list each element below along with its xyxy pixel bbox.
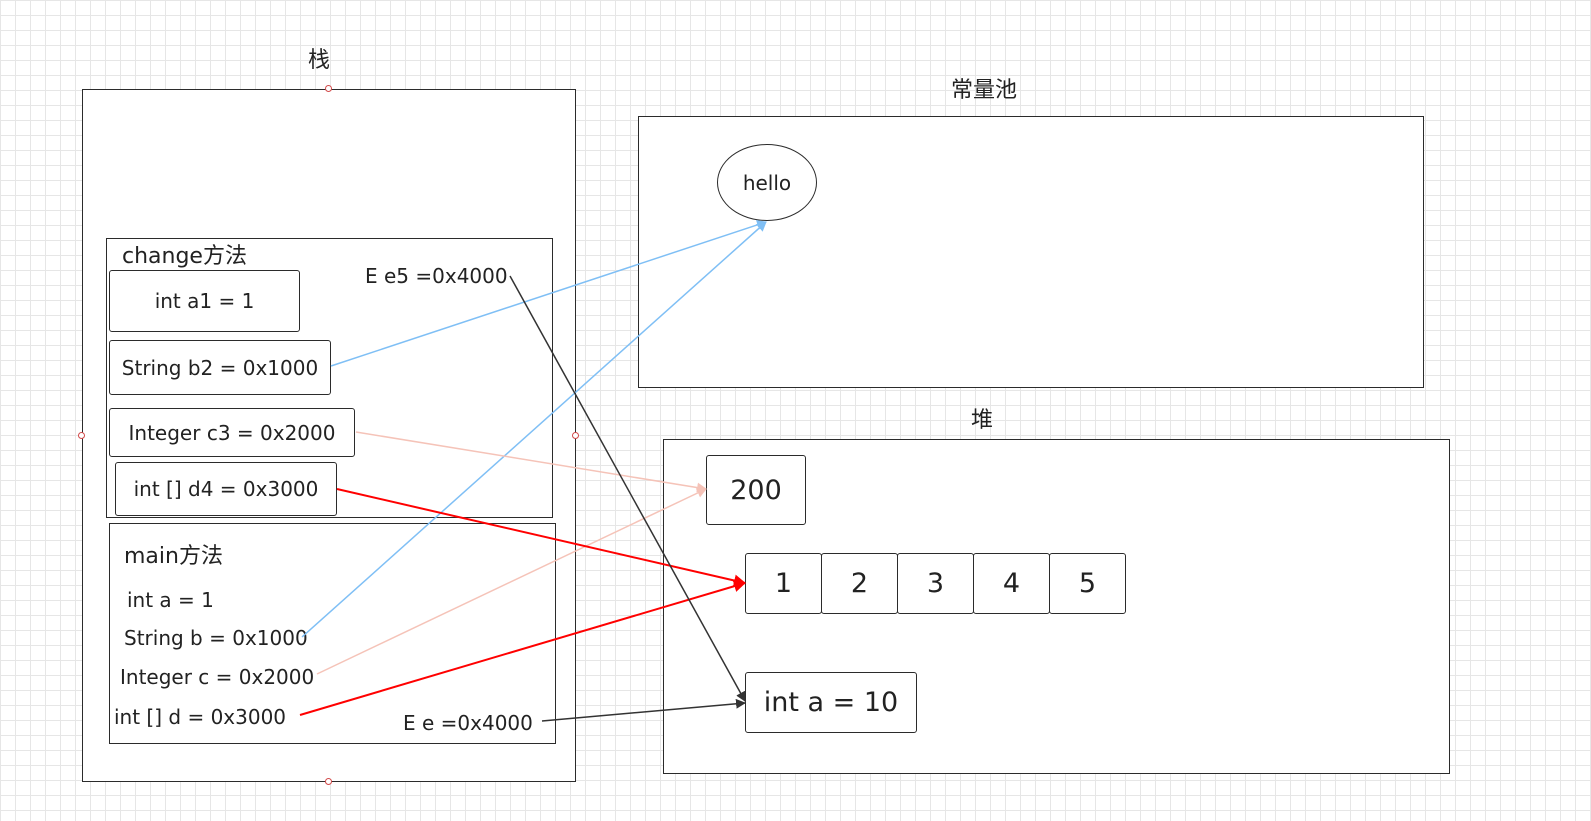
stack-resize-handle-top[interactable] xyxy=(325,85,332,92)
integer-200-box[interactable]: 200 xyxy=(706,455,806,525)
constant-pool-title: 常量池 xyxy=(951,78,1018,103)
object-int-a-box[interactable]: int a = 10 xyxy=(745,672,917,733)
var-a1-box[interactable]: int a1 = 1 xyxy=(109,270,300,332)
array-cell-5-label: 5 xyxy=(1078,568,1097,599)
hello-label: hello xyxy=(742,170,792,195)
var-d4-box[interactable]: int [] d4 = 0x3000 xyxy=(115,462,337,516)
var-b-label: String b = 0x1000 xyxy=(124,626,308,650)
array-cell-2-label: 2 xyxy=(850,568,869,599)
array-cell-5[interactable]: 5 xyxy=(1049,553,1126,614)
var-e5-label: E e5 =0x4000 xyxy=(365,264,508,288)
heap-title: 堆 xyxy=(971,408,994,433)
stack-resize-handle-right[interactable] xyxy=(572,432,579,439)
object-int-a-label: int a = 10 xyxy=(763,687,899,718)
var-c3-box[interactable]: Integer c3 = 0x2000 xyxy=(109,408,355,457)
var-d4-label: int [] d4 = 0x3000 xyxy=(133,477,319,501)
var-c-label: Integer c = 0x2000 xyxy=(120,665,315,689)
stack-resize-handle-bottom[interactable] xyxy=(325,778,332,785)
array-cell-4[interactable]: 4 xyxy=(973,553,1050,614)
array-cell-2[interactable]: 2 xyxy=(821,553,898,614)
var-a-label: int a = 1 xyxy=(127,588,214,612)
array-cell-1-label: 1 xyxy=(774,568,793,599)
stack-title: 栈 xyxy=(308,48,331,73)
array-cell-1[interactable]: 1 xyxy=(745,553,822,614)
var-a1-label: int a1 = 1 xyxy=(154,289,255,313)
var-e-label: E e =0x4000 xyxy=(403,711,533,735)
array-cell-4-label: 4 xyxy=(1002,568,1021,599)
var-d-label: int [] d = 0x3000 xyxy=(114,705,287,729)
stack-resize-handle-left[interactable] xyxy=(78,432,85,439)
array-cell-3[interactable]: 3 xyxy=(897,553,974,614)
hello-ellipse[interactable]: hello xyxy=(717,144,817,221)
change-method-title: change方法 xyxy=(122,244,247,269)
var-b2-label: String b2 = 0x1000 xyxy=(121,355,319,380)
var-b2-box[interactable]: String b2 = 0x1000 xyxy=(109,340,331,395)
integer-200-label: 200 xyxy=(730,474,782,506)
main-method-title: main方法 xyxy=(124,544,223,569)
var-c3-label: Integer c3 = 0x2000 xyxy=(128,420,336,445)
array-cell-3-label: 3 xyxy=(926,568,945,599)
